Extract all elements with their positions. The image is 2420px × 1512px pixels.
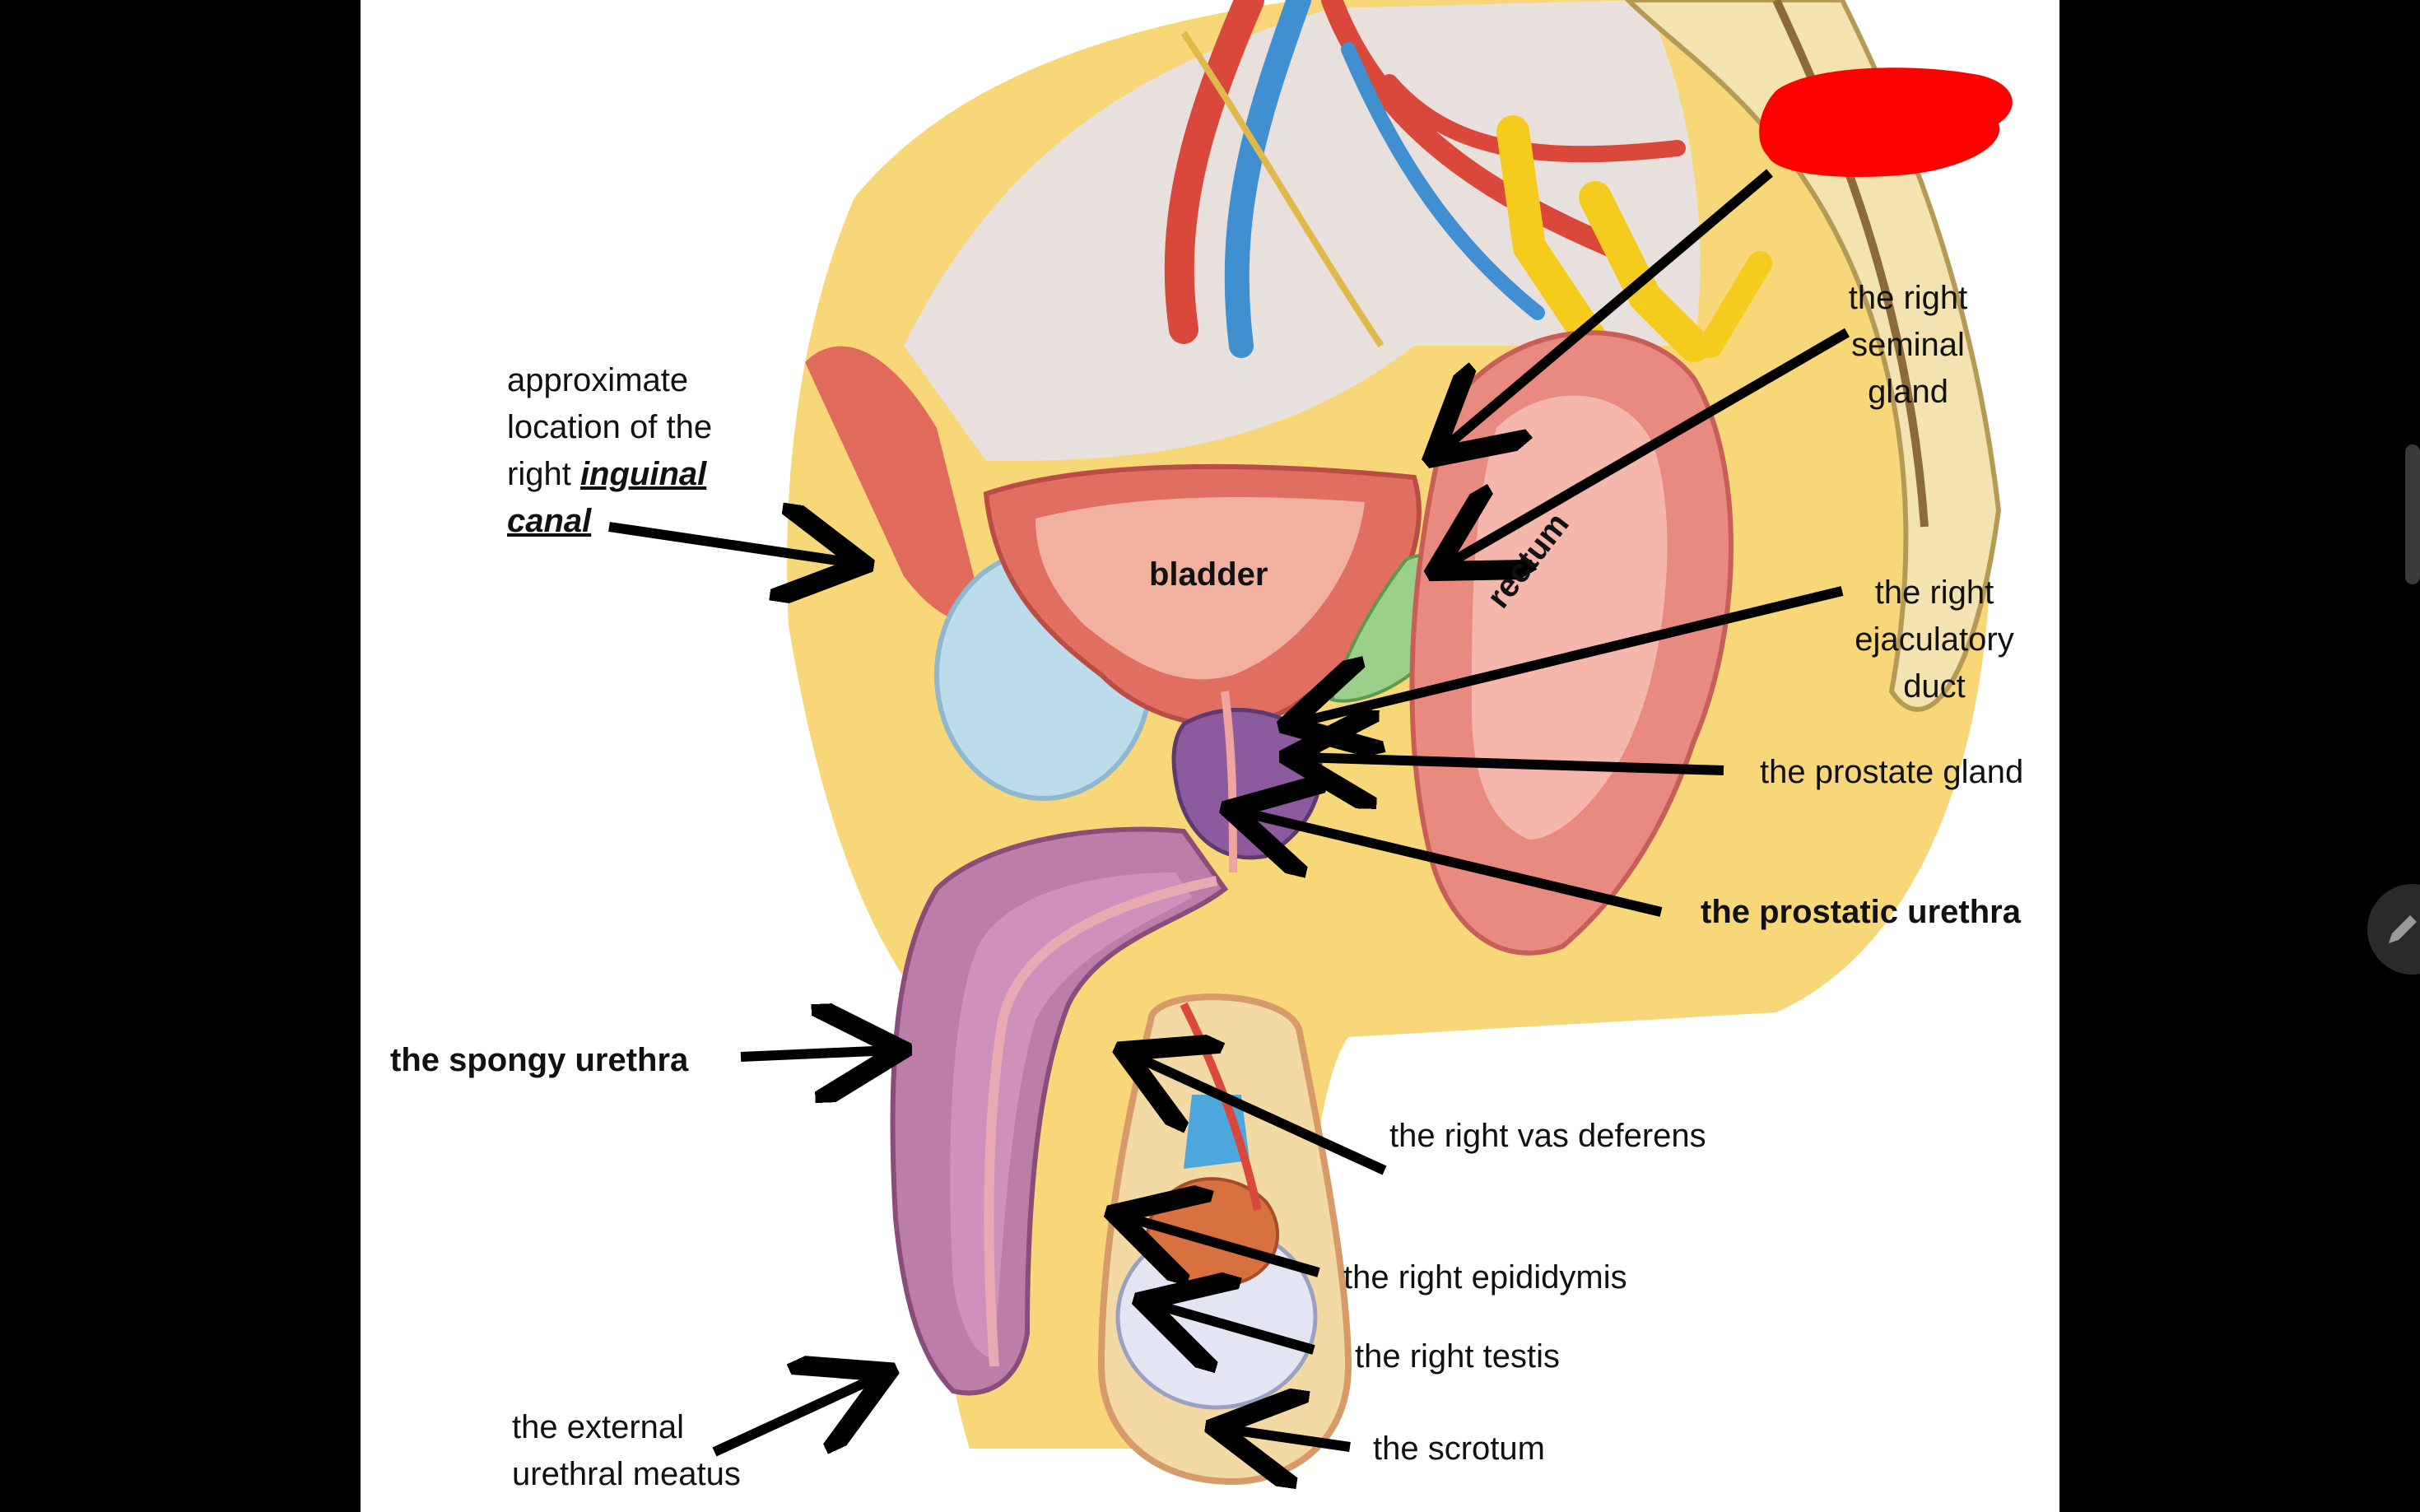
pen-button[interactable]	[2367, 884, 2420, 975]
bladder-label: bladder	[1149, 556, 1268, 593]
label-prostatic-urethra: the prostatic urethra	[1701, 894, 2021, 930]
inguinal-line-3: right inguinal	[507, 451, 712, 498]
sacral-nerve-3	[1698, 251, 1772, 358]
arrow-seminal-gland	[1444, 328, 1850, 566]
label-epididymis: the right epididymis	[1343, 1259, 1627, 1296]
spongy-urethra-line	[984, 876, 1218, 1367]
label-vas-deferens: the right vas deferens	[1389, 1118, 1706, 1154]
label-prostate-gland: the prostate gland	[1760, 754, 2024, 790]
scrollbar[interactable]	[2405, 444, 2420, 584]
slide-canvas: bladder rectum approximate location of t…	[361, 0, 2059, 1512]
ejac-line-1: the right	[1874, 575, 1994, 611]
arrow-ejaculatory-duct	[1297, 586, 1844, 723]
inguinal-line-1: approximate	[507, 362, 689, 398]
inguinal-line-3-prefix: right	[507, 456, 580, 492]
peritoneal-cavity	[904, 0, 1701, 461]
redaction-mark	[1759, 67, 2013, 178]
inguinal-emphasis: inguinal	[579, 456, 707, 492]
arrow-inguinal-canal	[608, 527, 854, 563]
ureter	[1180, 30, 1385, 348]
iliac-vein-2	[1341, 42, 1545, 320]
label-external-meatus: the external urethral meatus	[512, 1404, 741, 1498]
bladder-lumen	[1035, 497, 1365, 680]
meatus-line-1: the external	[512, 1409, 685, 1445]
arrow-prostate-gland	[1299, 757, 1724, 770]
iliac-vein-1	[1224, 0, 1311, 358]
arrow-scrotum	[1225, 1429, 1351, 1447]
seminal-line-2: seminal	[1851, 327, 1965, 363]
ejac-line-2: ejaculatory	[1855, 621, 2014, 658]
anatomy-diagram	[608, 0, 2013, 1512]
label-inguinal-canal: approximate location of the right inguin…	[507, 357, 712, 545]
label-spongy-urethra: the spongy urethra	[390, 1042, 689, 1078]
arrow-external-meatus	[712, 1376, 879, 1457]
canal-emphasis: canal	[507, 503, 592, 539]
sacral-ligament	[1772, 0, 1929, 528]
arrow-redacted	[1440, 169, 1773, 451]
inguinal-line-2: location of the	[507, 409, 713, 445]
arrow-epididymis	[1124, 1217, 1320, 1272]
rectus-muscle	[805, 346, 986, 626]
pen-icon	[2389, 915, 2417, 943]
sacral-nerve-2	[1579, 181, 1710, 362]
label-testis: the right testis	[1355, 1338, 1561, 1375]
label-scrotum: the scrotum	[1373, 1431, 1545, 1467]
seminal-line-1: the right	[1848, 280, 1968, 316]
meatus-line-2: urethral meatus	[512, 1456, 741, 1492]
inguinal-line-4: canal	[507, 498, 712, 545]
arrow-prostatic-urethra	[1240, 812, 1663, 917]
sacral-nerve-1	[1496, 115, 1612, 362]
iliac-artery-1	[1164, 0, 1264, 344]
seminal-line-3: gland	[1868, 374, 1948, 410]
vas-deferens	[1180, 1002, 1262, 1212]
label-seminal-gland: the right seminal gland	[1832, 275, 1984, 416]
label-ejaculatory-duct: the right ejaculatory duct	[1837, 570, 2031, 710]
ejac-line-3: duct	[1903, 668, 1966, 705]
arrow-testis	[1152, 1304, 1315, 1350]
arrow-spongy-urethra	[740, 1050, 892, 1057]
arrow-vas-deferens	[1133, 1055, 1387, 1175]
